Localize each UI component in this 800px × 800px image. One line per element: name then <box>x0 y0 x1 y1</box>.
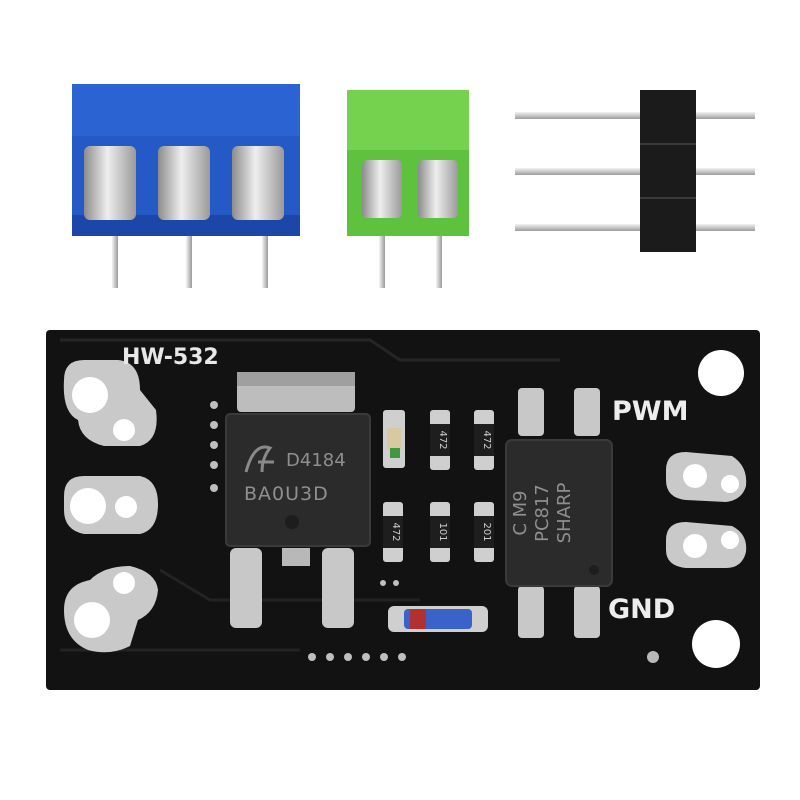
resistor-r-bottom-3: 201 <box>474 502 494 562</box>
left-power-pads <box>63 360 158 653</box>
resistor-r-bottom-2: 101 <box>430 502 450 562</box>
resistor-r-bottom-1: 472 <box>383 502 403 562</box>
resistor-code: 472 <box>481 430 492 449</box>
right-signal-pads <box>666 452 747 568</box>
screw-clamp <box>232 146 284 220</box>
screw-clamp <box>418 160 458 218</box>
pin-header <box>515 90 755 252</box>
opto-line1: C M9 <box>510 490 531 535</box>
vias <box>210 401 406 661</box>
terminal-pin <box>379 232 385 288</box>
pwm-label: PWM <box>612 396 688 427</box>
header-pin <box>515 224 755 231</box>
terminal-pin <box>112 228 118 288</box>
resistor-r-top-2: 472 <box>474 410 494 470</box>
resistor-code: 101 <box>437 522 448 541</box>
resistor-r-top-1: 472 <box>430 410 450 470</box>
terminal-pin <box>436 232 442 288</box>
status-led <box>383 410 405 468</box>
resistor-code: 472 <box>437 430 448 449</box>
mounting-hole <box>698 350 744 396</box>
pcb-board: HW-532 D4184 BA0U3D <box>46 330 760 690</box>
header-pin <box>515 112 755 119</box>
optocoupler-chip: C M9 PC817 SHARP <box>505 388 613 638</box>
test-pad <box>647 651 659 663</box>
gnd-label: GND <box>608 594 675 625</box>
screw-clamp <box>84 146 136 220</box>
mosfet-line2: BA0U3D <box>244 483 329 505</box>
aos-logo <box>244 445 274 473</box>
resistor-code: 201 <box>481 522 492 541</box>
screw-clamp <box>362 160 402 218</box>
board-model-label: HW-532 <box>122 345 219 370</box>
green-screw-terminal <box>347 90 469 288</box>
mounting-hole <box>692 620 740 668</box>
mosfet-line1: D4184 <box>286 450 346 471</box>
mosfet-chip: D4184 BA0U3D <box>225 372 371 628</box>
terminal-pin <box>186 228 192 288</box>
opto-line2: PC817 <box>532 484 553 542</box>
header-pin <box>515 168 755 175</box>
blue-screw-terminal <box>72 84 300 288</box>
diode <box>388 606 488 632</box>
opto-line3: SHARP <box>554 483 575 544</box>
resistor-code: 472 <box>390 522 401 541</box>
screw-clamp <box>158 146 210 220</box>
terminal-pin <box>262 228 268 288</box>
